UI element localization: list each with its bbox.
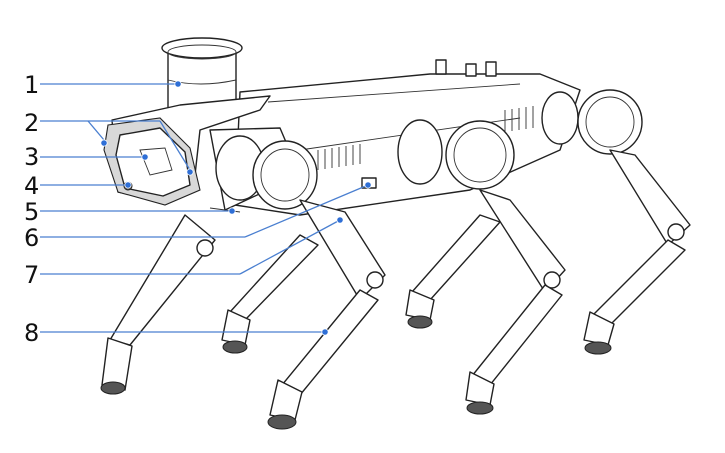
robot-illustration: [100, 37, 691, 430]
body-vents: [317, 106, 534, 170]
callout-2: 2: [24, 109, 194, 176]
callout-4: 4: [24, 172, 132, 200]
callout-4-label: 4: [24, 172, 39, 200]
callout-7: 7: [24, 216, 344, 289]
hip-motor-middle: [397, 119, 515, 190]
callout-1: 1: [24, 71, 182, 99]
callout-5: 5: [24, 198, 236, 226]
callout-3: 3: [24, 143, 149, 171]
leg-front-far: [100, 214, 216, 395]
callout-8-label: 8: [24, 319, 39, 347]
leg-middle: [405, 189, 566, 415]
leg-front-near: [221, 199, 386, 430]
callout-3-label: 3: [24, 143, 39, 171]
callout-8: 8: [24, 319, 329, 347]
callout-5-label: 5: [24, 198, 39, 226]
callout-6-label: 6: [24, 224, 39, 252]
callout-2-label: 2: [24, 109, 39, 137]
leg-rear: [583, 149, 691, 355]
callout-1-label: 1: [24, 71, 39, 99]
hip-motor-front: [209, 127, 318, 211]
callout-7-label: 7: [24, 261, 39, 289]
callouts: 1 2 3 4 5 6: [24, 71, 372, 347]
callout-6: 6: [24, 181, 372, 252]
hip-motor-rear: [541, 89, 643, 155]
lidar-unit: [161, 37, 243, 118]
